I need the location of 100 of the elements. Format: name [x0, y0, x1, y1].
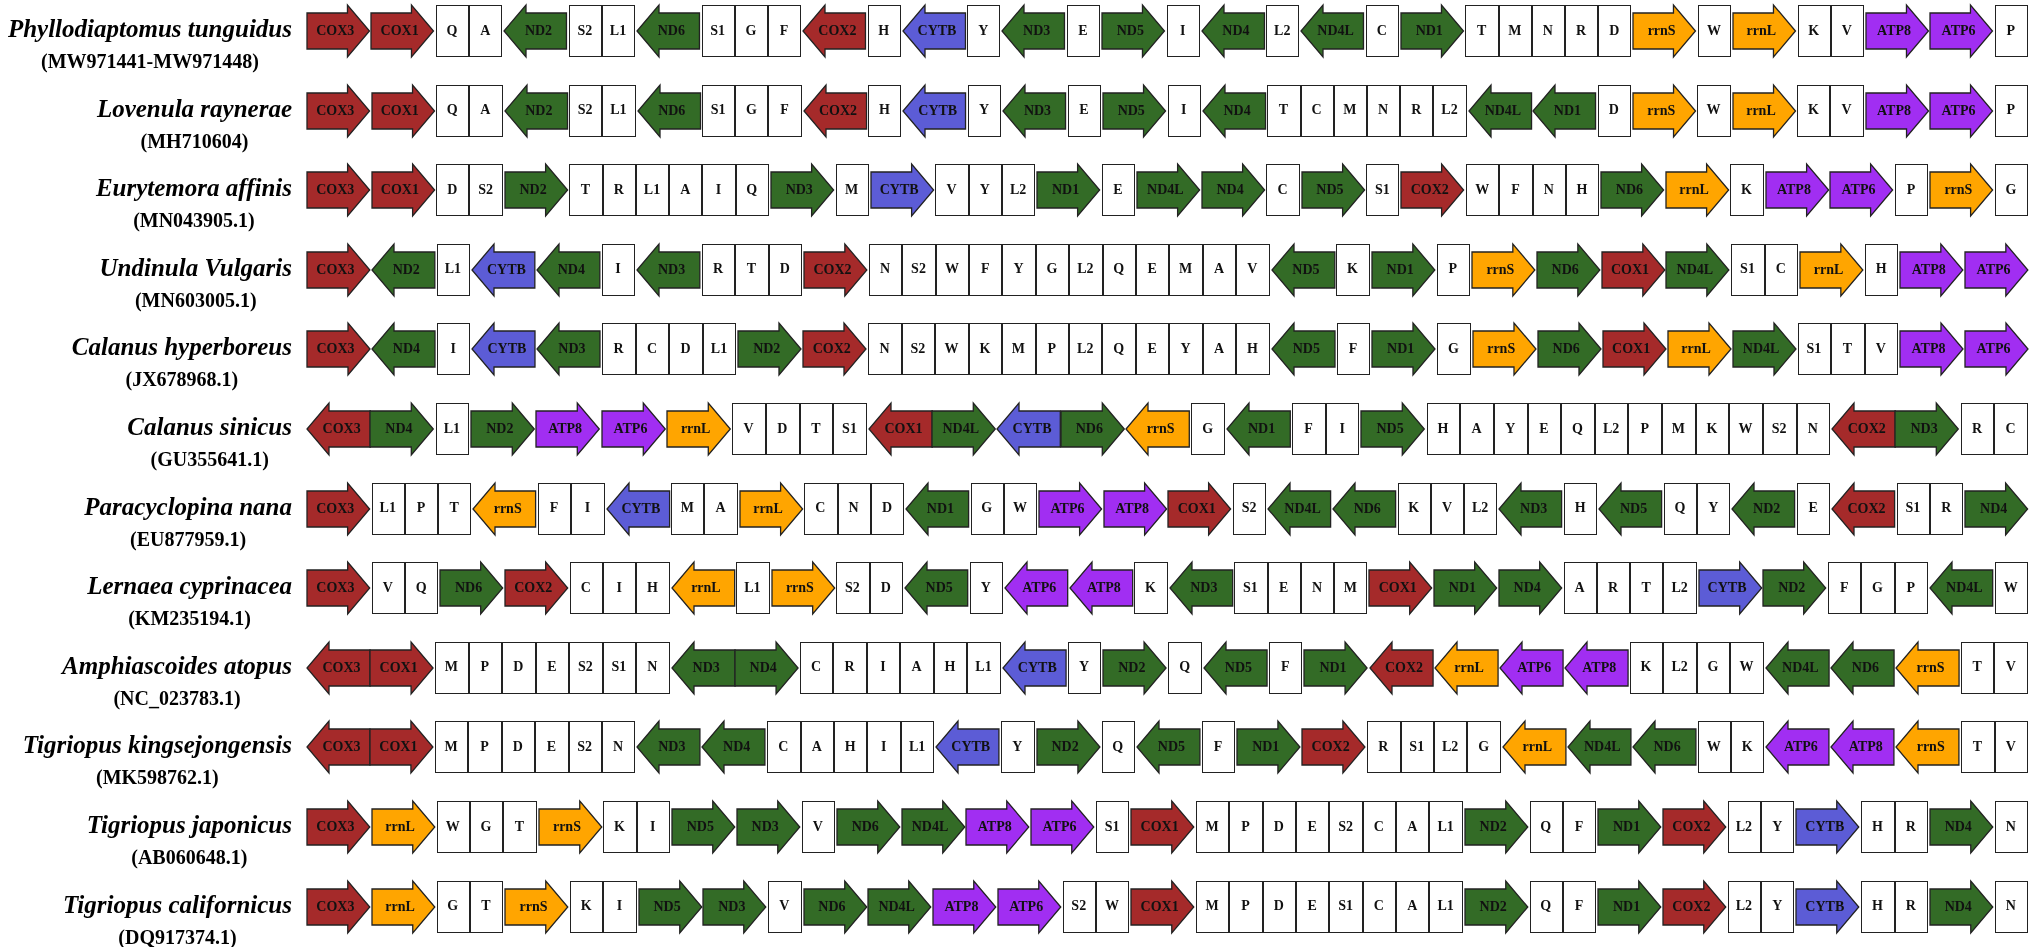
- gene-label: A: [1471, 420, 1482, 437]
- protein-gene-block: [1599, 482, 1662, 535]
- protein-gene-block: [1039, 482, 1102, 535]
- gene-label: P: [480, 659, 490, 676]
- protein-gene-block: [1929, 801, 1993, 853]
- protein-gene-block: [1302, 721, 1366, 774]
- protein-gene-block: [504, 5, 567, 57]
- trna-box: [1267, 84, 1301, 137]
- trna-box: [767, 721, 801, 774]
- gene-label: ND5: [686, 819, 714, 835]
- gene-label: M: [1508, 22, 1522, 39]
- gene-label: CYTB: [1017, 659, 1057, 676]
- trna-box: [1796, 482, 1831, 535]
- trna-box: [834, 721, 868, 774]
- gene-label: E: [1078, 22, 1088, 39]
- trna-box: [701, 243, 736, 296]
- trna-box: [535, 641, 570, 694]
- trna-box: [1629, 641, 1664, 694]
- gene-label: F: [1213, 738, 1223, 755]
- trna-box: [436, 880, 470, 933]
- trna-box: [1797, 323, 1832, 376]
- gene-label: ND5: [1292, 341, 1320, 358]
- gene-label: P: [1047, 340, 1057, 357]
- gene-label: E: [1307, 898, 1317, 915]
- trna-box: [601, 243, 636, 296]
- gene-label: CYTB: [879, 182, 919, 199]
- gene-label: Q: [1112, 738, 1124, 755]
- gene-label: ND3: [718, 898, 746, 915]
- protein-gene-block: [504, 84, 568, 137]
- trna-box: [1696, 641, 1731, 694]
- gene-label: G: [745, 22, 757, 39]
- trna-box: [1400, 721, 1434, 774]
- trna-box: [1191, 403, 1225, 455]
- trna-box: [405, 562, 439, 615]
- trna-box: [1429, 880, 1463, 933]
- gene-label: S2: [1071, 898, 1087, 915]
- trna-box: [1727, 880, 1762, 933]
- trna-box: [1828, 562, 1862, 615]
- trna-box: [371, 482, 405, 535]
- gene-label: ND4: [1216, 182, 1244, 199]
- gene-label: ND2: [486, 421, 514, 437]
- trna-box: [902, 243, 936, 296]
- trna-box: [1596, 562, 1631, 615]
- protein-gene-block: [1567, 721, 1631, 774]
- protein-gene-block: [1131, 801, 1194, 853]
- gene-label: Y: [1012, 738, 1023, 755]
- gene-label: A: [680, 181, 691, 198]
- trna-box: [1562, 801, 1597, 853]
- gene-label: V: [946, 181, 957, 198]
- accession-number: (GU355641.1): [150, 447, 269, 472]
- trna-box: [1598, 5, 1632, 57]
- trna-box: [436, 164, 470, 217]
- gene-label: D: [880, 579, 891, 596]
- trna-box: [1400, 84, 1434, 137]
- protein-gene-block: [1131, 880, 1194, 933]
- gene-label: COX3: [316, 102, 355, 119]
- gene-label: ND6: [455, 580, 483, 597]
- gene-label: G: [480, 818, 492, 835]
- trna-box: [602, 641, 637, 694]
- trna-box: [1663, 641, 1697, 694]
- gene-label: ND1: [1252, 739, 1280, 756]
- gene-label: T: [481, 898, 491, 915]
- gene-label: S2: [911, 261, 926, 278]
- gene-label: E: [1147, 340, 1157, 357]
- trna-box: [1266, 5, 1300, 57]
- protein-gene-block: [903, 84, 966, 137]
- gene-label: T: [1842, 340, 1852, 357]
- trna-box: [503, 801, 537, 853]
- trna-box: [1663, 482, 1698, 535]
- gene-label: CYTB: [487, 261, 526, 278]
- gene-label: Y: [1505, 420, 1516, 437]
- trna-box: [1035, 323, 1069, 376]
- protein-gene-block: [1137, 164, 1200, 217]
- protein-gene-block: [1763, 562, 1827, 615]
- gene-label: Y: [1772, 818, 1783, 835]
- trna-box: [571, 482, 605, 535]
- gene-label: ATP6: [1009, 898, 1044, 915]
- gene-label: ND2: [1753, 500, 1781, 517]
- gene-label: L2: [1077, 340, 1094, 357]
- trna-box: [568, 5, 602, 57]
- rrna-gene-block: [473, 482, 536, 535]
- gene-label: rrnL: [1746, 23, 1777, 39]
- gene-label: C: [1277, 181, 1288, 198]
- gene-label: ND2: [1479, 819, 1507, 835]
- gene-label: C: [647, 340, 658, 357]
- gene-label: CYTB: [951, 739, 991, 756]
- gene-label: M: [1343, 102, 1357, 119]
- trna-box: [1861, 562, 1895, 615]
- gene-label: I: [615, 261, 621, 278]
- protein-gene-block: [1930, 84, 1993, 137]
- trna-box: [1202, 323, 1237, 376]
- protein-gene-block: [868, 880, 932, 933]
- gene-label: Q: [415, 579, 427, 596]
- gene-label: rrnS: [1916, 739, 1945, 756]
- trna-box: [1896, 482, 1931, 535]
- gene-label: M: [1343, 579, 1357, 596]
- gene-label: A: [1407, 898, 1418, 915]
- gene-label: C: [2005, 420, 2016, 437]
- gene-label: Q: [1113, 340, 1125, 357]
- trna-box: [436, 323, 471, 376]
